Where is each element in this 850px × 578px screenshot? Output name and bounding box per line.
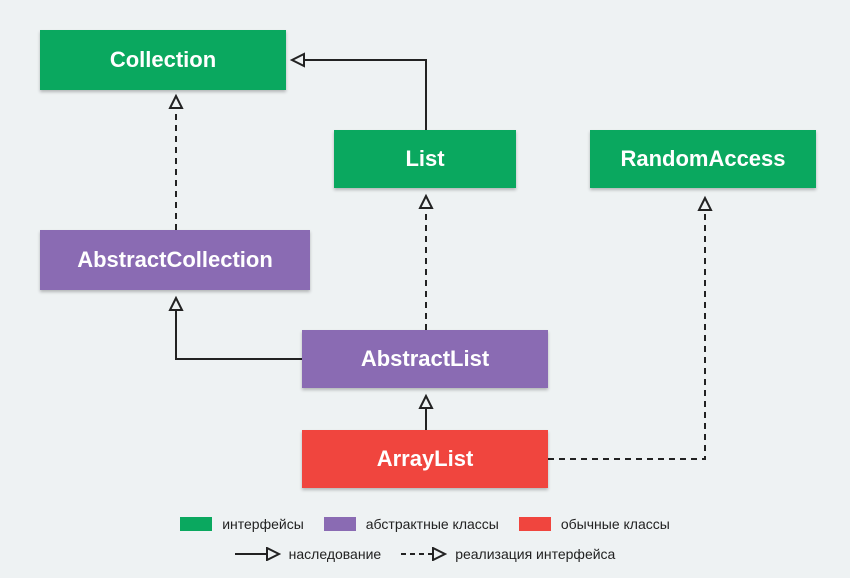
- legend-label-interfaces: интерфейсы: [222, 516, 304, 532]
- legend-item-inheritance: наследование: [234, 546, 382, 562]
- legend-swatch-regular: [518, 517, 551, 531]
- node-random-access: RandomAccess: [590, 130, 816, 188]
- edge-abslist-to-abscoll: [175, 310, 302, 360]
- node-abstract-collection: AbstractCollection: [40, 230, 310, 290]
- edge-arraylist-to-random: [548, 210, 706, 460]
- legend-swatch-interface: [180, 517, 213, 531]
- arrowhead-collection-from-abscoll: [168, 93, 184, 109]
- legend-label-implementation: реализация интерфейса: [455, 546, 616, 562]
- legend-label-regular: обычные классы: [560, 516, 670, 532]
- node-array-list: ArrayList: [302, 430, 548, 488]
- arrowhead-collection-from-list: [289, 52, 305, 68]
- arrowhead-list-from-abslist: [418, 193, 434, 209]
- node-collection: Collection: [40, 30, 286, 90]
- arrowhead-abslist-from-arraylist: [418, 393, 434, 409]
- arrowhead-abscoll-from-abslist: [168, 295, 184, 311]
- legend-label-abstract: абстрактные классы: [365, 516, 499, 532]
- legend-label-inheritance: наследование: [288, 546, 382, 562]
- legend-item-regular: обычные классы: [518, 516, 670, 532]
- arrowhead-random-from-arraylist: [697, 195, 713, 211]
- edge-list-to-collection: [304, 59, 427, 130]
- dashed-arrow-icon: [401, 547, 448, 561]
- solid-arrow-icon: [234, 547, 281, 561]
- node-abstract-list: AbstractList: [302, 330, 548, 388]
- legend-item-implementation: реализация интерфейса: [401, 546, 615, 562]
- legend-swatch-abstract: [323, 517, 356, 531]
- node-list: List: [334, 130, 516, 188]
- legend-item-abstract: абстрактные классы: [323, 516, 499, 532]
- legend-item-interfaces: интерфейсы: [180, 516, 304, 532]
- legend-lines: наследование реализация интерфейса: [0, 546, 850, 562]
- legend-colors: интерфейсы абстрактные классы обычные кл…: [0, 516, 850, 532]
